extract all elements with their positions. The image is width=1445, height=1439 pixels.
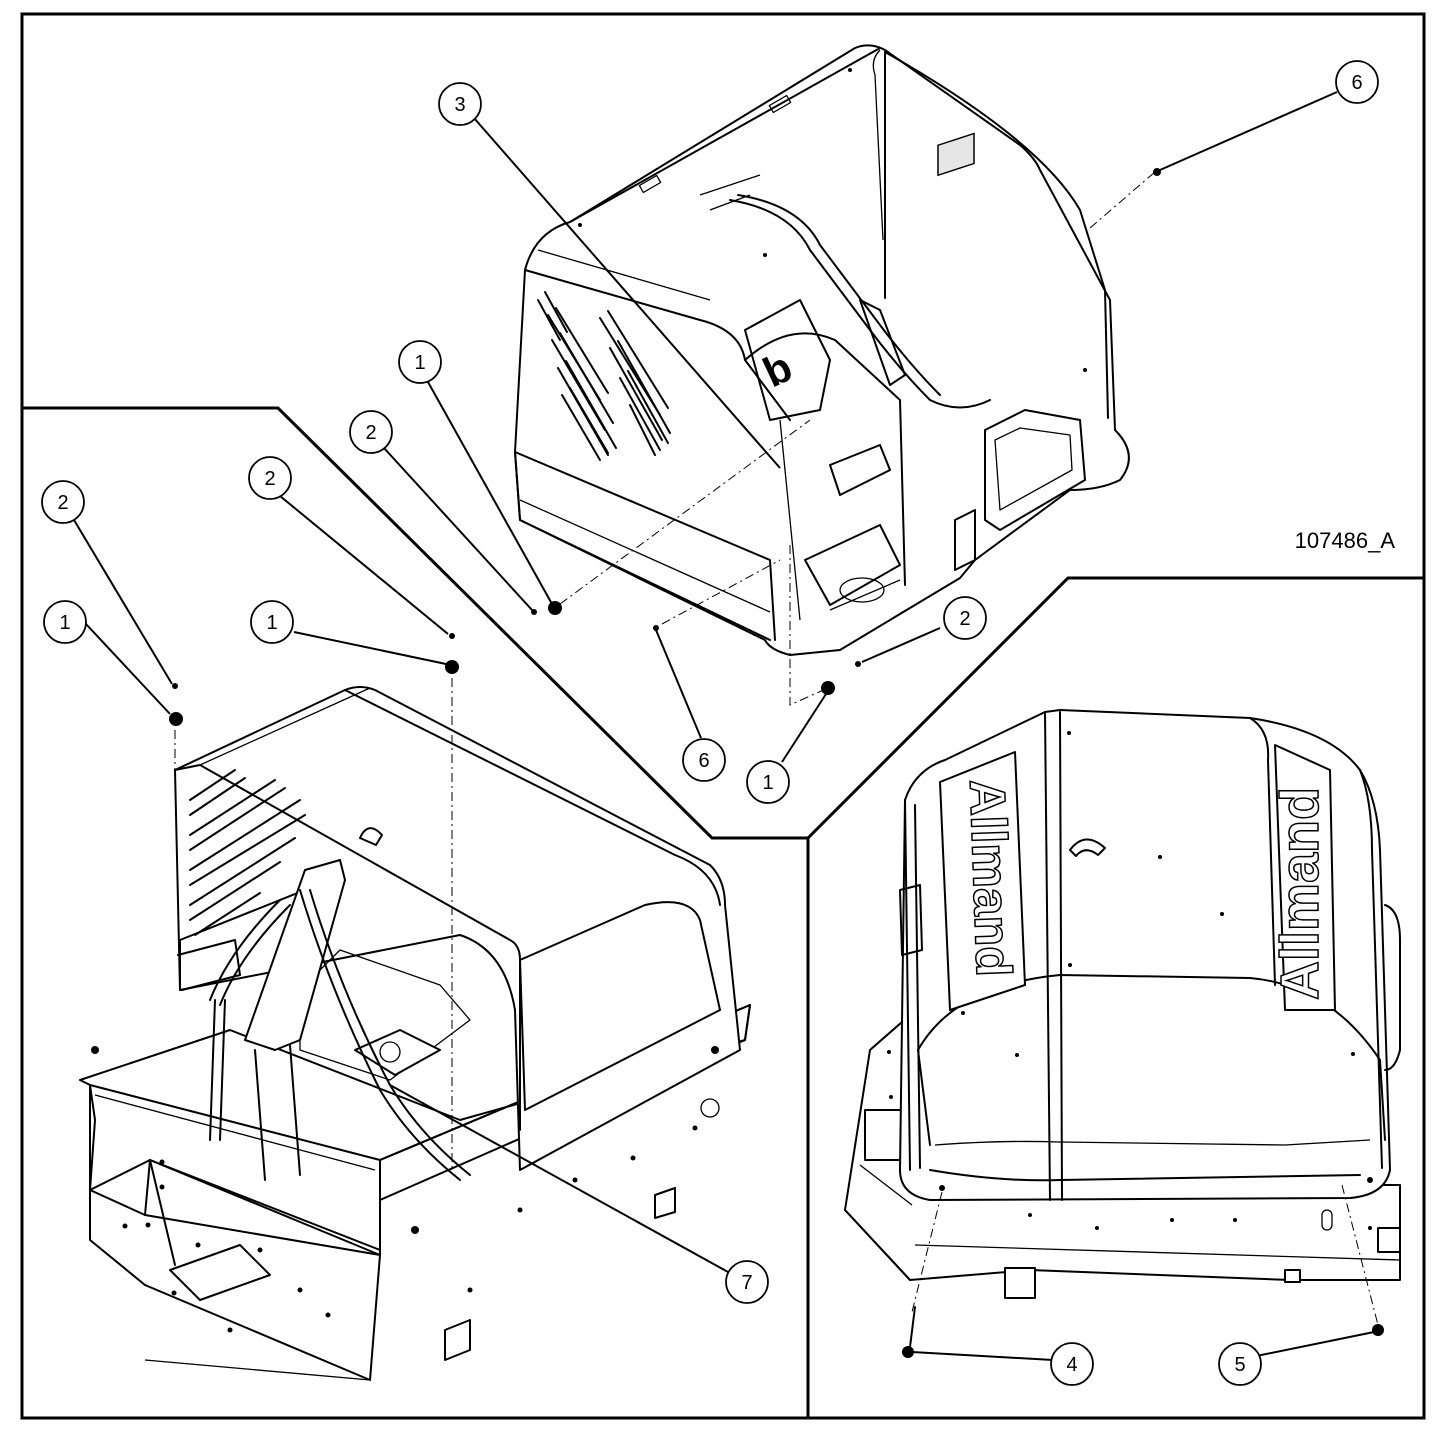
svg-text:1: 1 [414, 352, 425, 374]
callout-balloon: 3 [438, 82, 482, 126]
callout-balloon: 4 [1050, 1342, 1094, 1386]
callout-balloon: 1 [250, 600, 294, 644]
callout-balloon: 6 [682, 738, 726, 782]
svg-text:2: 2 [365, 422, 376, 444]
panel-divider-left [22, 406, 810, 1418]
svg-text:5: 5 [1234, 1354, 1245, 1376]
svg-text:4: 4 [1066, 1354, 1077, 1376]
callout-balloon: 1 [746, 760, 790, 804]
svg-text:7: 7 [741, 1272, 752, 1294]
callout-balloon: 5 [1218, 1342, 1262, 1386]
callout-balloon: 2 [349, 410, 393, 454]
panel-divider-right [806, 576, 1424, 840]
logo-left: Allmand [959, 778, 1022, 977]
svg-text:1: 1 [266, 612, 277, 634]
callout-balloon: 2 [248, 456, 292, 500]
callout-balloon: 1 [398, 340, 442, 384]
right-view-hardware [902, 1184, 1384, 1358]
svg-text:2: 2 [959, 608, 970, 630]
svg-text:6: 6 [1351, 72, 1362, 94]
svg-text:2: 2 [264, 468, 275, 490]
leader-lines [73, 91, 1375, 1364]
right-view-enclosure: Allmand Allmand [844, 709, 1401, 1299]
svg-text:1: 1 [762, 772, 773, 794]
logo-right: Allmand [1270, 787, 1330, 1000]
callout-balloon: 6 [1335, 60, 1379, 104]
callout-balloon: 1 [43, 600, 87, 644]
callout-balloons: 3 6 1 2 2 6 1 2 1 2 1 7 4 5 [41, 60, 1379, 1386]
drawing-border [20, 12, 1426, 1420]
left-view-hardware [169, 633, 459, 1170]
top-view-hardware [531, 168, 1161, 706]
top-view-enclosure: b [514, 44, 1130, 656]
svg-text:2: 2 [57, 492, 68, 514]
callout-balloon: 2 [943, 596, 987, 640]
callout-balloon: 2 [41, 480, 85, 524]
svg-text:3: 3 [454, 94, 465, 116]
svg-text:1: 1 [59, 612, 70, 634]
drawing-id: 107486_A [1295, 528, 1396, 553]
callout-balloon: 7 [725, 1260, 769, 1304]
left-view-assembly [79, 686, 751, 1381]
svg-text:6: 6 [698, 750, 709, 772]
